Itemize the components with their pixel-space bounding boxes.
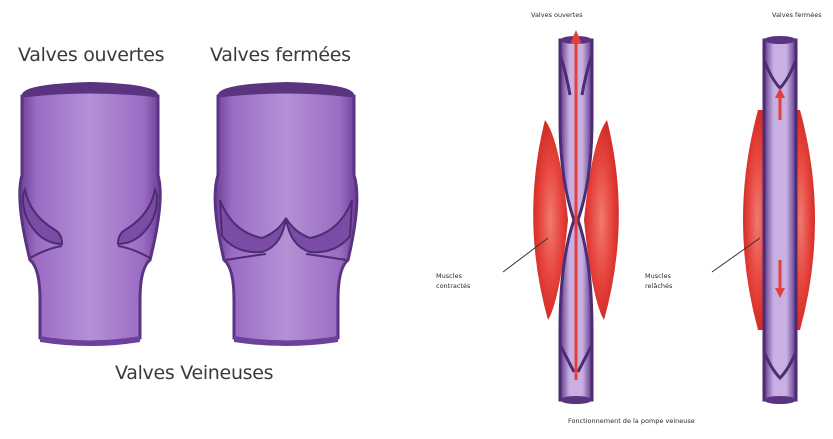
vein-closed-valves (215, 82, 357, 346)
vein-open-valves (20, 82, 160, 346)
vein-pump-closed (764, 36, 796, 404)
